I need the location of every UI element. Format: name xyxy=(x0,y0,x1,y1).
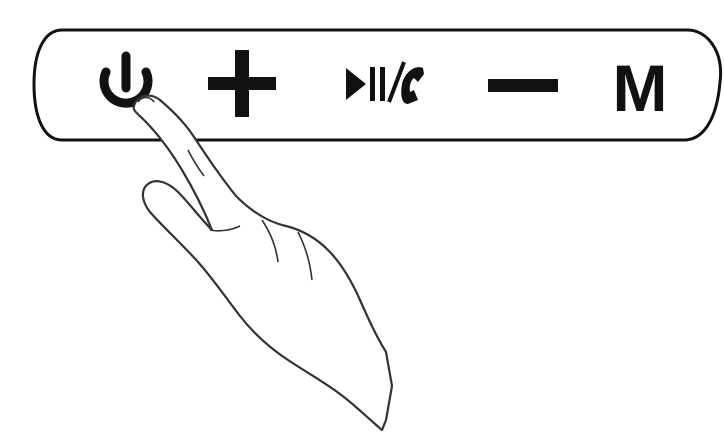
mode-button[interactable]: M xyxy=(613,51,668,125)
minus-icon xyxy=(488,79,558,92)
volume-up-button[interactable] xyxy=(208,50,276,117)
mode-button-label: M xyxy=(613,51,668,125)
volume-down-button[interactable] xyxy=(488,79,558,92)
play-pause-call-button[interactable] xyxy=(346,62,424,104)
pointing-hand-icon xyxy=(134,96,392,430)
play-pause-phone-icon xyxy=(346,62,424,104)
plus-icon xyxy=(208,50,276,117)
